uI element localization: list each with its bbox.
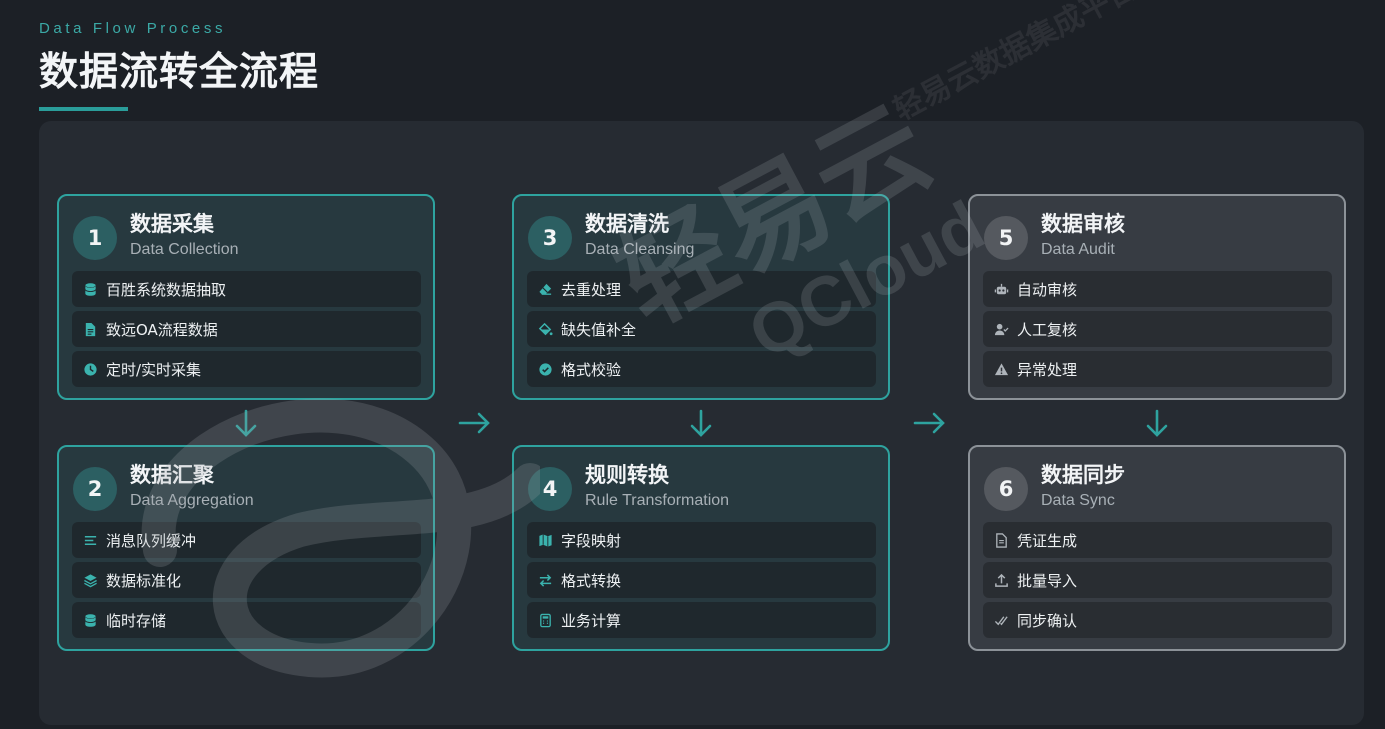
title-underline — [39, 107, 128, 111]
item-label: 自动审核 — [1017, 280, 1078, 299]
item-label: 格式转换 — [561, 571, 622, 590]
arrow-down-icon — [689, 409, 713, 439]
list-item: 格式转换 — [527, 562, 876, 598]
eraser-icon — [537, 281, 553, 297]
step-card-cleansing: 3 数据清洗 Data Cleansing 去重处理 缺失值补全 格式校验 — [512, 194, 890, 400]
clock-icon — [82, 361, 98, 377]
list-item: 自动审核 — [983, 271, 1332, 307]
page-header: Data Flow Process 数据流转全流程 — [39, 20, 319, 97]
check-circle-icon — [537, 361, 553, 377]
list-item: 消息队列缓冲 — [72, 522, 421, 558]
arrow-right-icon — [458, 410, 492, 436]
list-icon — [82, 532, 98, 548]
list-item: 人工复核 — [983, 311, 1332, 347]
arrow-right-icon — [913, 410, 947, 436]
step-title: 数据审核 — [1041, 212, 1125, 236]
list-item: 格式校验 — [527, 351, 876, 387]
step-number: 2 — [73, 467, 117, 511]
item-label: 去重处理 — [561, 280, 622, 299]
step-card-sync: 6 数据同步 Data Sync 凭证生成 批量导入 同步确认 — [968, 445, 1346, 651]
step-subtitle: Data Audit — [1041, 241, 1115, 258]
file-icon — [993, 532, 1009, 548]
step-title: 数据清洗 — [585, 212, 669, 236]
step-card-audit: 5 数据审核 Data Audit 自动审核 人工复核 异常处理 — [968, 194, 1346, 400]
list-item: 百胜系统数据抽取 — [72, 271, 421, 307]
step-title: 数据汇聚 — [130, 463, 214, 487]
step-card-collection: 1 数据采集 Data Collection 百胜系统数据抽取 致远OA流程数据… — [57, 194, 435, 400]
step-number: 3 — [528, 216, 572, 260]
list-item: 缺失值补全 — [527, 311, 876, 347]
item-label: 缺失值补全 — [561, 320, 637, 339]
fill-icon — [537, 321, 553, 337]
step-subtitle: Data Sync — [1041, 492, 1115, 509]
file-icon — [82, 321, 98, 337]
item-label: 字段映射 — [561, 531, 622, 550]
watermark-top-right: 轻易云数据集成平台 — [840, 0, 1144, 129]
item-label: 消息队列缓冲 — [106, 531, 197, 550]
database-icon — [82, 281, 98, 297]
list-item: 凭证生成 — [983, 522, 1332, 558]
list-item: 批量导入 — [983, 562, 1332, 598]
list-item: 致远OA流程数据 — [72, 311, 421, 347]
list-item: 异常处理 — [983, 351, 1332, 387]
list-item: 业务计算 — [527, 602, 876, 638]
calculator-icon — [537, 612, 553, 628]
step-number: 4 — [528, 467, 572, 511]
database-icon — [82, 612, 98, 628]
step-number: 5 — [984, 216, 1028, 260]
item-label: 异常处理 — [1017, 360, 1078, 379]
step-title: 数据同步 — [1041, 463, 1125, 487]
step-subtitle: Data Collection — [130, 241, 239, 258]
step-card-aggregation: 2 数据汇聚 Data Aggregation 消息队列缓冲 数据标准化 临时存… — [57, 445, 435, 651]
layers-icon — [82, 572, 98, 588]
step-number: 6 — [984, 467, 1028, 511]
step-title: 数据采集 — [130, 212, 214, 236]
item-label: 临时存储 — [106, 611, 167, 630]
step-title: 规则转换 — [585, 463, 669, 487]
item-label: 定时/实时采集 — [106, 360, 202, 379]
user-check-icon — [993, 321, 1009, 337]
page-subtitle: Data Flow Process — [39, 20, 227, 37]
step-subtitle: Data Aggregation — [130, 492, 254, 509]
step-subtitle: Rule Transformation — [585, 492, 730, 509]
item-label: 致远OA流程数据 — [106, 320, 218, 339]
step-card-transformation: 4 规则转换 Rule Transformation 字段映射 格式转换 业务计… — [512, 445, 890, 651]
list-item: 去重处理 — [527, 271, 876, 307]
item-label: 凭证生成 — [1017, 531, 1078, 550]
item-label: 百胜系统数据抽取 — [106, 280, 227, 299]
item-label: 人工复核 — [1017, 320, 1078, 339]
robot-icon — [993, 281, 1009, 297]
double-check-icon — [993, 612, 1009, 628]
page-title: 数据流转全流程 — [39, 50, 320, 95]
step-number: 1 — [73, 216, 117, 260]
warning-icon — [993, 361, 1009, 377]
item-label: 批量导入 — [1017, 571, 1078, 590]
list-item: 定时/实时采集 — [72, 351, 421, 387]
arrow-down-icon — [234, 409, 258, 439]
item-label: 业务计算 — [561, 611, 622, 630]
arrow-down-icon — [1145, 409, 1169, 439]
list-item: 字段映射 — [527, 522, 876, 558]
list-item: 同步确认 — [983, 602, 1332, 638]
list-item: 临时存储 — [72, 602, 421, 638]
watermark-top-text: 轻易云数据集成平台 — [888, 0, 1143, 129]
step-subtitle: Data Cleansing — [585, 241, 695, 258]
exchange-icon — [537, 572, 553, 588]
upload-icon — [993, 572, 1009, 588]
map-icon — [537, 532, 553, 548]
item-label: 数据标准化 — [106, 571, 182, 590]
item-label: 格式校验 — [561, 360, 622, 379]
item-label: 同步确认 — [1017, 611, 1078, 630]
list-item: 数据标准化 — [72, 562, 421, 598]
